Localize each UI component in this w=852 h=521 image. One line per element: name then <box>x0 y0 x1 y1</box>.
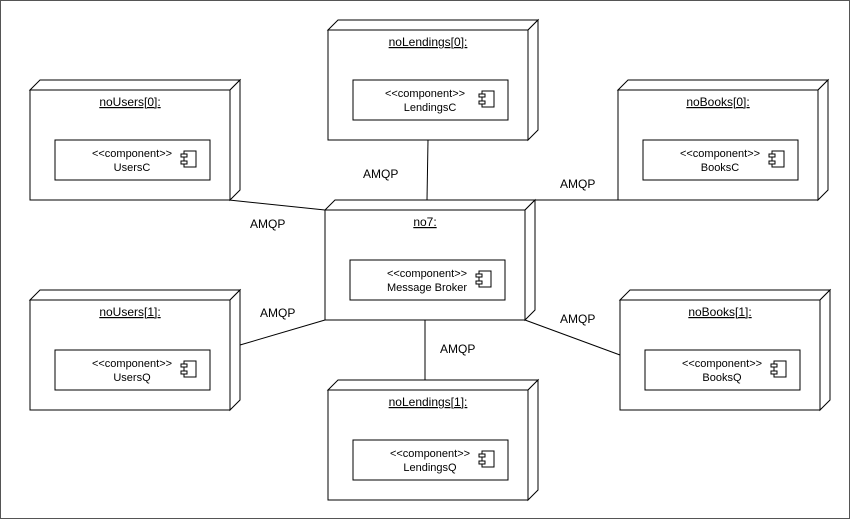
component-label: UsersC <box>114 162 151 174</box>
connection-line-top-left <box>228 199 326 211</box>
node-lendings-0: noLendings[0]: <<component>> LendingsC <box>326 18 540 142</box>
component-stereotype: <<component>> <box>387 268 467 280</box>
node-name: noBooks[0]: <box>686 95 749 109</box>
connection-label-bottom-right: AMQP <box>560 312 595 326</box>
connection-line-top <box>426 139 429 201</box>
node-name: noLendings[0]: <box>389 35 468 49</box>
node-name: noUsers[1]: <box>99 305 160 319</box>
component-icon <box>478 90 495 108</box>
connection-label-bottom: AMQP <box>440 342 475 356</box>
node-books-1: noBooks[1]: <<component>> BooksQ <box>618 288 832 412</box>
component-icon <box>475 270 492 288</box>
component-label: Message Broker <box>387 282 467 294</box>
node-name: noBooks[1]: <box>688 305 751 319</box>
component-label: UsersQ <box>113 372 151 384</box>
node-name: noLendings[1]: <box>389 395 468 409</box>
connection-label-top-left: AMQP <box>250 217 285 231</box>
node-users-0: noUsers[0]: <<component>> UsersC <box>28 78 242 202</box>
component-label: LendingsQ <box>403 462 457 474</box>
node-name: noUsers[0]: <box>99 95 160 109</box>
component-icon <box>770 360 787 378</box>
component-stereotype: <<component>> <box>92 358 172 370</box>
node-users-1: noUsers[1]: <<component>> UsersQ <box>28 288 242 412</box>
connection-line-bottom-left <box>239 319 326 346</box>
component-booksq: <<component>> BooksQ <box>644 349 801 391</box>
connection-label-top: AMQP <box>363 167 398 181</box>
component-icon <box>478 450 495 468</box>
component-icon <box>180 150 197 168</box>
connection-label-bottom-left: AMQP <box>260 306 295 320</box>
node-lendings-1: noLendings[1]: <<component>> LendingsQ <box>326 378 540 502</box>
component-stereotype: <<component>> <box>682 358 762 370</box>
component-label: BooksC <box>701 162 740 174</box>
component-usersq: <<component>> UsersQ <box>54 349 211 391</box>
component-label: LendingsC <box>404 102 457 114</box>
component-stereotype: <<component>> <box>92 148 172 160</box>
component-icon <box>768 150 785 168</box>
component-usersc: <<component>> UsersC <box>54 139 211 181</box>
connection-label-top-right: AMQP <box>560 177 595 191</box>
component-lendingsc: <<component>> LendingsC <box>352 79 509 121</box>
component-stereotype: <<component>> <box>385 88 465 100</box>
component-booksc: <<component>> BooksC <box>642 139 799 181</box>
component-message-broker: <<component>> Message Broker <box>349 259 506 301</box>
component-stereotype: <<component>> <box>680 148 760 160</box>
node-broker: no7: <<component>> Message Broker <box>323 198 537 322</box>
component-lendingsq: <<component>> LendingsQ <box>352 439 509 481</box>
node-name: no7: <box>413 215 436 229</box>
component-label: BooksQ <box>702 372 742 384</box>
component-icon <box>180 360 197 378</box>
component-stereotype: <<component>> <box>390 448 470 460</box>
node-books-0: noBooks[0]: <<component>> BooksC <box>616 78 830 202</box>
connection-line-bottom-right <box>524 319 621 356</box>
